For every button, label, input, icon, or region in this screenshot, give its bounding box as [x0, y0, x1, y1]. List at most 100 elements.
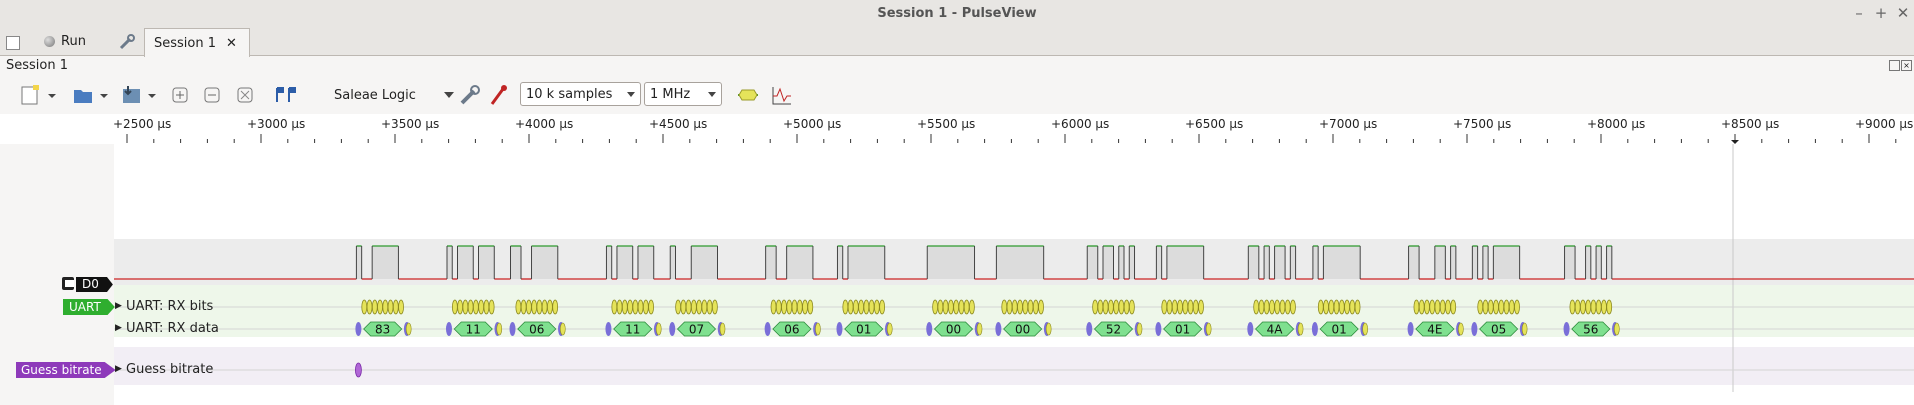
uart-bit-mark	[791, 299, 798, 315]
uart-bit-mark	[1482, 299, 1489, 315]
float-icon[interactable]	[1889, 60, 1900, 71]
d0-high-fill	[1290, 246, 1296, 279]
uart-bit-mark	[1487, 299, 1494, 315]
uart-bit-mark	[879, 299, 886, 315]
cursors-icon[interactable]	[272, 84, 298, 106]
uart-bit-mark	[1263, 299, 1270, 315]
minimize-button[interactable]: –	[1855, 4, 1863, 22]
d0-high-fill	[1472, 246, 1478, 279]
uart-bit-mark	[1590, 299, 1597, 315]
new-session-button[interactable]	[20, 84, 60, 106]
expand-guess-bitrate-icon[interactable]: ▶	[115, 364, 122, 374]
uart-bit-mark	[1413, 299, 1420, 315]
uart-parity-mark	[1205, 322, 1212, 336]
uart-parity-mark	[559, 322, 566, 336]
ruler-tick-label: +4500 µs	[649, 117, 707, 131]
uart-bit-mark	[377, 299, 383, 315]
sample-count-select[interactable]: 10 k samples	[520, 82, 641, 106]
d0-high-fill	[1248, 246, 1259, 279]
uart-bit-mark	[675, 299, 682, 315]
uart-bit-mark	[1284, 299, 1291, 315]
uart-bit-mark	[1508, 299, 1515, 315]
uart-data-value: 00	[1015, 323, 1030, 337]
dock-close-icon[interactable]: ×	[1901, 60, 1912, 71]
uart-bit-mark	[398, 299, 404, 315]
guess-bitrate-tag[interactable]: Guess bitrate	[16, 362, 116, 378]
zoom-out-icon[interactable]	[202, 84, 222, 106]
d0-high-fill	[616, 246, 633, 279]
close-window-button[interactable]: ✕	[1896, 4, 1910, 22]
uart-bit-mark	[552, 299, 559, 315]
expand-rx-bits-icon[interactable]: ▶	[115, 301, 122, 311]
uart-parity-mark	[1045, 322, 1052, 336]
close-tab-icon[interactable]: ✕	[226, 35, 237, 51]
tab-session-1[interactable]: Session 1 ✕	[144, 28, 250, 57]
uart-start-bit-mark	[605, 322, 612, 336]
sample-rate-value: 1 MHz	[650, 86, 691, 102]
ruler-tick-label: +7000 µs	[1319, 117, 1377, 131]
d0-high-fill	[1408, 246, 1420, 279]
configure-device-icon[interactable]	[458, 84, 482, 106]
uart-bit-mark	[472, 299, 479, 315]
sample-rate-select[interactable]: 1 MHz	[644, 82, 722, 106]
uart-bit-mark	[807, 299, 814, 315]
uart-bit-mark	[873, 299, 880, 315]
uart-bit-mark	[690, 299, 697, 315]
d0-channel-label[interactable]: D0	[76, 277, 113, 292]
d0-color-swatch[interactable]	[62, 277, 74, 290]
uart-bit-mark	[1118, 299, 1125, 315]
uart-bit-mark	[451, 299, 458, 315]
d0-high-fill	[1564, 246, 1576, 279]
device-selector[interactable]: Saleae Logic	[334, 84, 454, 106]
d0-high-fill	[1585, 246, 1591, 279]
d0-high-fill	[1129, 246, 1135, 279]
save-file-button[interactable]	[120, 84, 160, 106]
d0-high-fill	[1434, 246, 1446, 279]
uart-start-bit-mark	[445, 322, 452, 336]
maximize-button[interactable]: +	[1874, 4, 1888, 22]
expand-rx-data-icon[interactable]: ▶	[115, 323, 122, 333]
add-math-icon[interactable]	[770, 84, 794, 106]
time-ruler[interactable]: +2500 µs+3000 µs+3500 µs+4000 µs+4500 µs…	[0, 114, 1914, 144]
d0-high-fill	[1118, 246, 1125, 279]
uart-parity-mark	[976, 322, 983, 336]
uart-bit-mark	[1569, 299, 1576, 315]
uart-bit-mark	[1128, 299, 1135, 315]
uart-start-bit-mark	[1471, 322, 1478, 336]
add-decoder-icon[interactable]	[736, 84, 760, 106]
uart-bit-mark	[786, 299, 793, 315]
uart-bit-mark	[488, 299, 495, 315]
ruler-tick-label: +2500 µs	[113, 117, 171, 131]
device-settings-icon[interactable]	[118, 28, 136, 55]
d0-high-fill	[606, 246, 612, 279]
uart-bit-mark	[1349, 299, 1356, 315]
tab-bar: Run Session 1 ✕	[0, 28, 1914, 57]
d0-high-fill	[1606, 246, 1612, 279]
zoom-fit-icon[interactable]	[235, 84, 255, 106]
open-file-button[interactable]	[72, 84, 112, 106]
uart-bit-mark	[515, 299, 522, 315]
uart-decoder-tag[interactable]: UART	[63, 299, 115, 315]
ruler-tick-label: +3500 µs	[381, 117, 439, 131]
uart-data-mark	[1003, 321, 1043, 337]
d0-high-fill	[691, 246, 718, 279]
zoom-in-icon[interactable]	[170, 84, 190, 106]
ruler-tick-label: +8500 µs	[1721, 117, 1779, 131]
guess-bitrate-mark	[355, 362, 362, 378]
run-button[interactable]: Run	[44, 28, 86, 55]
uart-bit-mark	[770, 299, 777, 315]
uart-bit-mark	[701, 299, 708, 315]
probe-config-icon[interactable]	[489, 84, 509, 106]
uart-bit-mark	[382, 299, 389, 315]
uart-bit-mark	[520, 299, 527, 315]
uart-data-mark	[772, 321, 812, 337]
uart-start-bit-mark	[509, 322, 516, 336]
uart-bit-mark	[1171, 299, 1178, 315]
d0-high-fill	[670, 246, 676, 279]
uart-bit-mark	[1418, 299, 1425, 315]
new-tab-icon[interactable]	[6, 28, 22, 55]
uart-bit-mark	[1514, 299, 1520, 315]
uart-start-bit-mark	[1311, 322, 1318, 336]
uart-bit-mark	[858, 299, 865, 315]
